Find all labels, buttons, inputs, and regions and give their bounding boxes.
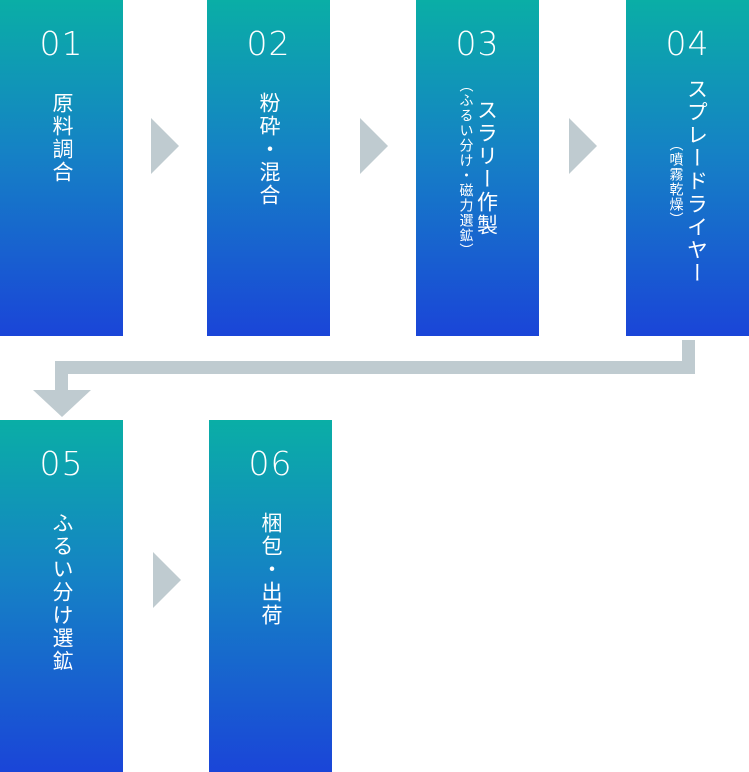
step-number: 01 (39, 24, 84, 63)
step-05: 05 ふるい分け選鉱 (0, 420, 123, 772)
step-03: 03 スラリー作製 （ふるい分け・磁力選鉱） (416, 0, 539, 336)
step-title: 原料調合 (50, 92, 74, 184)
step-title: スラリー作製 (474, 99, 499, 237)
arrow-right-icon (360, 118, 388, 174)
arrow-right-icon (153, 552, 181, 608)
step-02: 02 粉砕・混合 (207, 0, 330, 336)
step-subtitle: （ふるい分け・磁力選鉱） (457, 78, 474, 258)
step-title: 粉砕・混合 (257, 92, 281, 207)
step-number: 03 (455, 24, 500, 63)
step-title: 梱包・出荷 (259, 512, 283, 627)
step-01: 01 原料調合 (0, 0, 123, 336)
arrow-right-icon (569, 118, 597, 174)
step-number: 02 (246, 24, 291, 63)
step-04: 04 スプレードライヤー （噴霧乾燥） (626, 0, 749, 336)
step-subtitle: （噴霧乾燥） (667, 136, 684, 227)
step-number: 05 (39, 444, 84, 483)
step-number: 04 (665, 24, 710, 63)
step-title: スプレードライヤー (684, 78, 709, 285)
step-number: 06 (248, 444, 293, 483)
step-title: ふるい分け選鉱 (50, 512, 74, 673)
arrow-down-icon (33, 390, 91, 417)
connector-line (55, 361, 695, 374)
arrow-right-icon (151, 118, 179, 174)
step-06: 06 梱包・出荷 (209, 420, 332, 772)
connector-line (55, 361, 68, 391)
